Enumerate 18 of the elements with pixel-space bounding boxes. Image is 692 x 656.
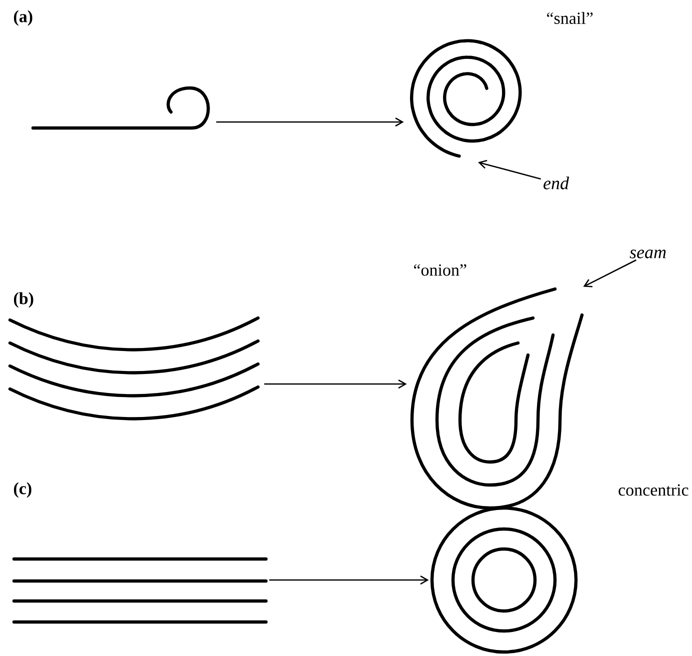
concentric-circles-drawing: [430, 506, 578, 654]
arrow: [216, 117, 404, 127]
snail-spiral-drawing: [410, 39, 522, 158]
curling-strip-drawing: [31, 86, 210, 130]
panel-label: (a): [14, 10, 32, 26]
leader-arrow: [478, 160, 542, 180]
end-label: end: [544, 176, 570, 190]
caption-text: concentric: [618, 484, 688, 496]
panel-label: (c): [14, 482, 32, 498]
leader-arrow: [583, 259, 636, 288]
curved-strips-drawing: [8, 316, 260, 420]
arrow: [269, 575, 429, 585]
caption-text: “snail”: [547, 12, 593, 24]
caption-text: “onion”: [414, 264, 466, 276]
seam-label: seam: [630, 250, 666, 258]
straight-strips-drawing: [12, 557, 268, 624]
arrow: [264, 379, 407, 389]
onion-drawing: [410, 287, 584, 510]
